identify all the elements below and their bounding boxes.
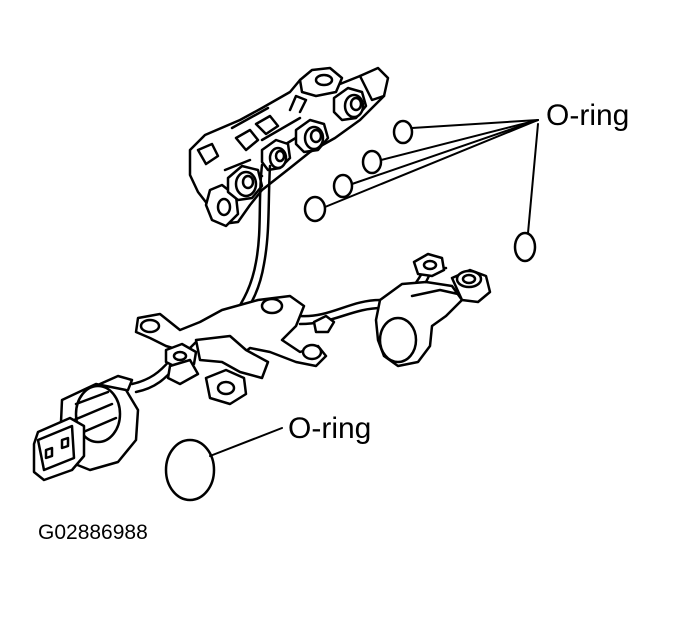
figure-code: G02886988 — [38, 521, 148, 544]
solenoid-o-rings — [305, 121, 535, 261]
solenoid-4 — [228, 166, 262, 200]
harness-bracket — [136, 296, 326, 404]
o-ring-label-bottom: O-ring — [288, 412, 372, 445]
harness-connector — [34, 376, 138, 480]
solenoid-1 — [334, 88, 366, 120]
solenoid-2 — [296, 120, 328, 152]
o-ring-5 — [515, 233, 535, 261]
o-ring-1 — [394, 121, 412, 143]
solenoid-3 — [262, 140, 290, 170]
right-sensor — [314, 254, 490, 366]
o-ring-label-top: O-ring — [546, 99, 630, 132]
o-ring-3 — [334, 175, 352, 197]
solenoid-block — [190, 68, 388, 226]
connector-o-ring — [166, 428, 282, 500]
top-leader-lines — [325, 120, 538, 233]
o-ring-4 — [305, 197, 325, 221]
o-ring-2 — [363, 151, 381, 173]
